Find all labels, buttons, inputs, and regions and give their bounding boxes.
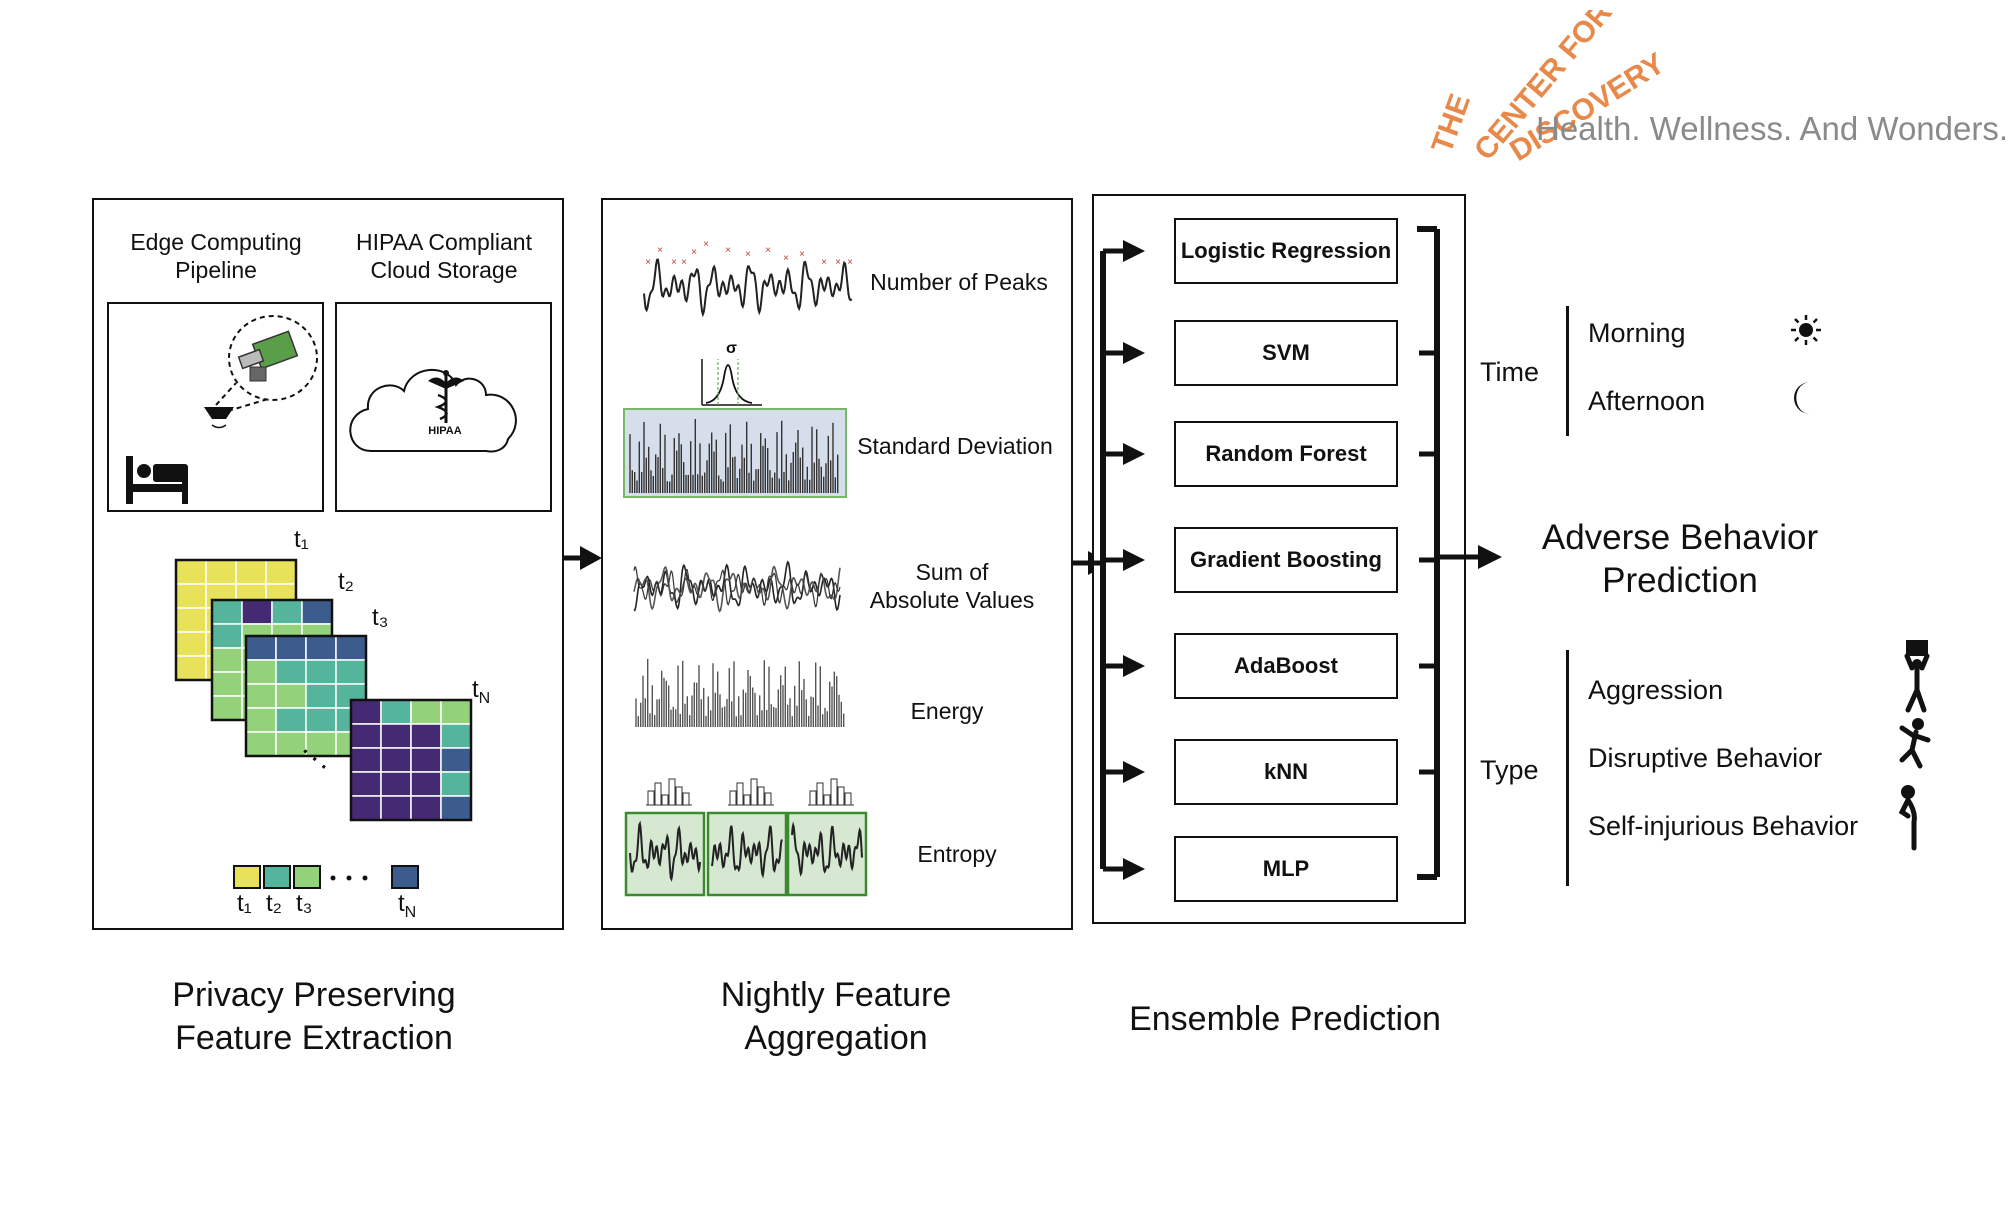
strip-label-2: t₂ [266,890,282,917]
std-signal [623,359,847,498]
strip-label-3: t₃ [296,890,313,917]
abs-sum-signal [633,560,841,613]
feature-sum-absolute: Sum of Absolute Values [869,559,1035,613]
type-self-injurious: Self-injurious Behavior [1588,811,1859,841]
aggression-icon [1904,640,1930,713]
type-bracket [1566,650,1569,886]
cloud-storage-label: HIPAA Compliant Cloud Storage [356,229,532,283]
frame-label-3: t₃ [372,604,389,631]
hipaa-badge: HIPAA [428,425,462,437]
self-injurious-icon [1898,785,1917,851]
feature-entropy: Entropy [917,841,997,867]
peaks-signal: × × × × × × × × × × × × × × [643,239,853,318]
svg-text:×: × [835,257,841,268]
strip-label-1: t₁ [237,890,252,917]
feature-standard-deviation: Standard Deviation [857,433,1053,459]
type-aggression: Aggression [1588,675,1724,705]
disruptive-icon [1899,718,1931,769]
svg-text:×: × [821,257,827,268]
feature-energy: Energy [910,698,984,724]
svg-text:×: × [847,257,853,268]
brand-tagline: Health. Wellness. And Wonders. [1536,110,2009,147]
moon-icon [1794,382,1810,414]
strip-label-n: tN [398,890,417,921]
raspberry-pi-icon [215,315,318,412]
model-knn: kNN [1174,739,1398,805]
ensemble-connectors [1093,226,1465,880]
arrow-ensemble-to-output [1440,545,1502,569]
svg-text:×: × [799,249,805,260]
sigma-symbol: σ [726,340,737,357]
bed-icon [126,456,188,504]
model-mlp: MLP [1174,836,1398,902]
type-disruptive: Disruptive Behavior [1588,743,1823,773]
svg-text:×: × [691,247,697,258]
caduceus-icon [428,370,464,423]
energy-signal [635,658,845,727]
entropy-signal [624,778,868,897]
edge-device-illustration [126,315,318,504]
ensemble-caption: Ensemble Prediction [1129,1000,1441,1038]
edge-computing-label: Edge Computing Pipeline [130,229,302,283]
svg-text:×: × [681,257,687,268]
heatmap-frame-4 [349,698,473,822]
time-afternoon: Afternoon [1588,386,1706,416]
heatmap-frame-3 [244,634,368,758]
model-adaboost: AdaBoost [1174,633,1398,699]
time-bracket [1566,306,1569,436]
ensemble-bracket-left [1093,240,1145,880]
frame-label-2: t₂ [338,568,354,595]
svg-text:×: × [783,253,789,264]
frame-label-1: t₁ [294,526,309,553]
feature-number-of-peaks: Number of Peaks [870,269,1048,295]
time-label: Time [1480,357,1539,387]
camera-icon [204,407,234,429]
feature-aggregation-panel [601,198,1073,930]
type-label: Type [1480,755,1539,785]
svg-text:×: × [725,245,731,256]
cloud-illustration [349,369,517,453]
feature-signals: × × × × × × × × × × × × × × [623,239,868,897]
svg-text:×: × [765,245,771,256]
arrow-extraction-to-aggregation [562,546,602,570]
sun-icon [1791,315,1821,345]
aggregation-caption: Nightly Feature Aggregation [720,976,952,1057]
model-gradient-boosting: Gradient Boosting [1174,527,1398,593]
extraction-caption: Privacy Preserving Feature Extraction [172,976,456,1057]
cloud-icon [349,369,517,453]
ensemble-bracket-right [1417,226,1465,880]
brand-logo: THE CENTER FOR DISCOVERY [1426,10,1671,168]
model-logistic-regression: Logistic Regression [1174,218,1398,284]
svg-text:×: × [645,257,651,268]
svg-text:×: × [671,257,677,268]
frame-sequence-strip [233,865,419,889]
svg-text:×: × [703,239,709,250]
svg-text:×: × [745,249,751,260]
time-morning: Morning [1588,318,1686,348]
prediction-title: Adverse Behavior Prediction [1541,518,1819,600]
frame-label-n: tN [472,676,491,707]
svg-text:×: × [657,245,663,256]
model-svm: SVM [1174,320,1398,386]
heatmap-frames [174,558,473,822]
model-random-forest: Random Forest [1174,421,1398,487]
